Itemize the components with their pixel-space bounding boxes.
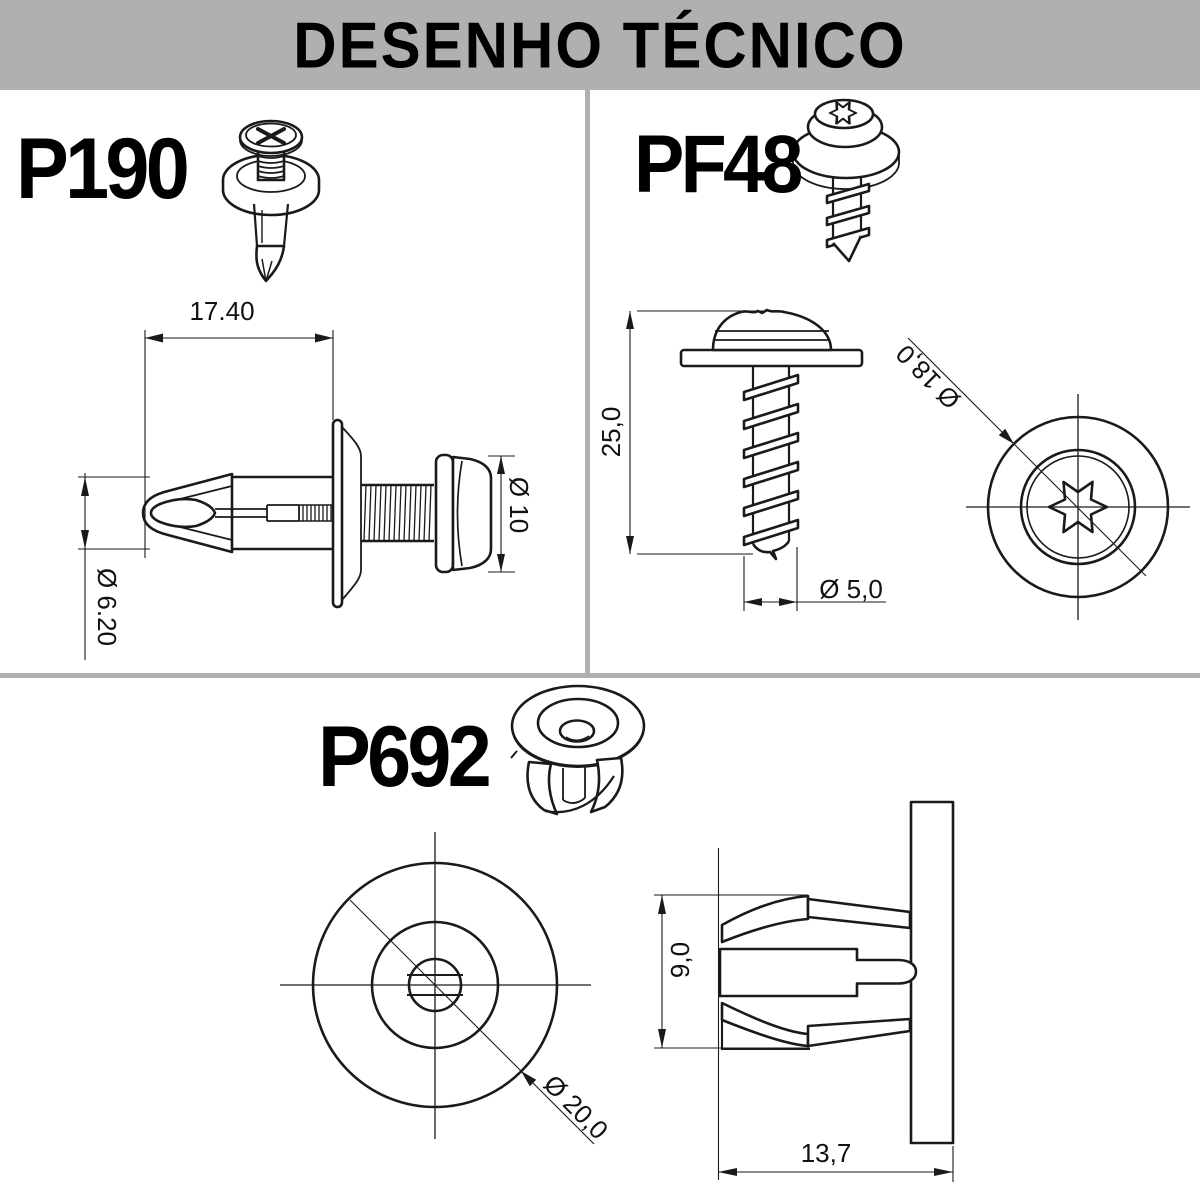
title-banner: DESENHO TÉCNICO (0, 0, 1200, 90)
pf48-3d-view (791, 98, 901, 263)
p190-length-dimension: 17.40 (189, 296, 255, 326)
horizontal-divider (0, 673, 1200, 678)
pf48-length-dimension: 25,0 (596, 406, 626, 458)
part-label-p190: P190 (16, 121, 190, 217)
p190-side-view (78, 330, 515, 660)
torx-recess-icon (828, 101, 858, 125)
page-title: DESENHO TÉCNICO (293, 8, 907, 82)
pf48-side-view (626, 308, 886, 611)
p692-side-view (654, 800, 955, 1182)
part-label-pf48: PF48 (634, 119, 803, 210)
p692-depth-dimension: 13,7 (800, 1138, 852, 1168)
p190-3d-view (221, 119, 321, 283)
vertical-divider (585, 90, 590, 677)
p692-front-view (280, 832, 595, 1145)
p692-3d-view (510, 684, 646, 816)
p190-head-diameter-dimension: Ø 10 (504, 476, 534, 534)
pf48-thread-diameter-dimension: Ø 5,0 (819, 574, 883, 604)
phillips-recess-icon (256, 127, 286, 145)
part-label-p692: P692 (318, 709, 492, 805)
p190-pin-diameter-dimension: Ø 6.20 (92, 567, 122, 647)
pf48-top-view (907, 337, 1190, 620)
p692-clip-height-dimension: 9,0 (665, 941, 695, 979)
